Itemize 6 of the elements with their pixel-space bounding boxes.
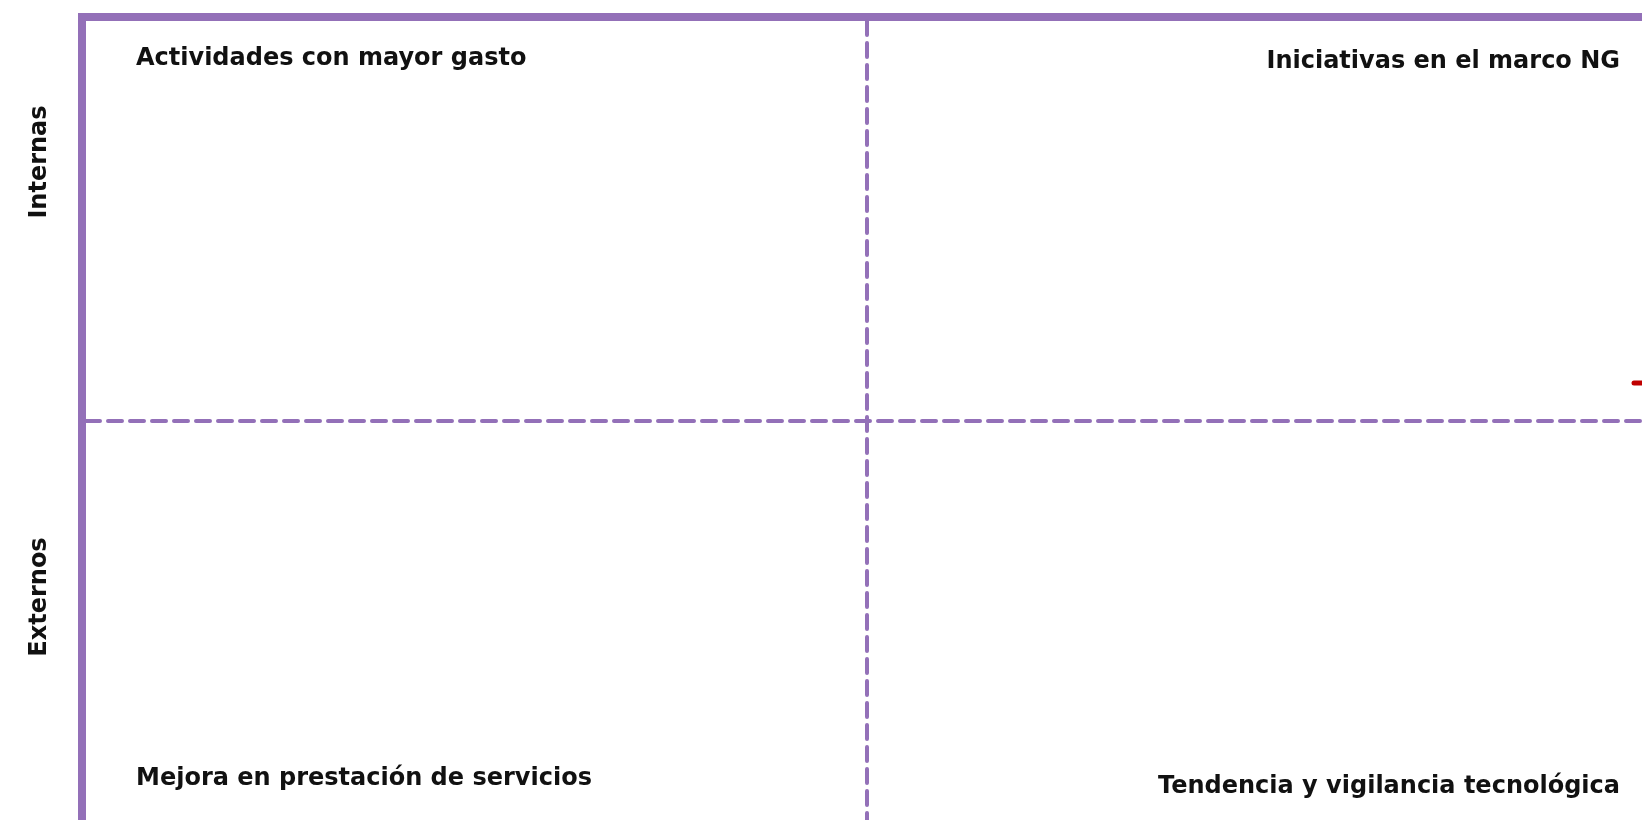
quadrant-title: Iniciativas en el marco NG bbox=[1266, 46, 1620, 74]
quadrant-title: Mejora en prestación de servicios bbox=[136, 763, 592, 791]
axis-label: Externos bbox=[24, 537, 52, 657]
quadrant-title: Actividades con mayor gasto bbox=[136, 43, 527, 71]
quadrant-title: Tendencia y vigilancia tecnológica bbox=[1158, 771, 1620, 799]
axis-label: Internas bbox=[24, 105, 52, 219]
